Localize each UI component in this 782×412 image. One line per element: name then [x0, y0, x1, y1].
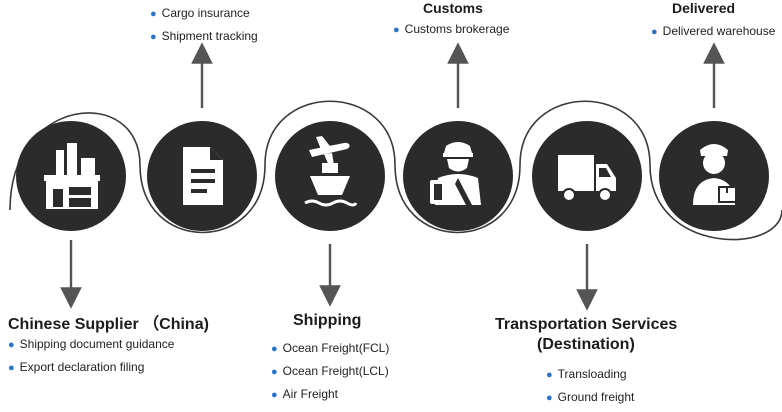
supplier-services-list: ●Shipping document guidance ●Export decl…: [8, 333, 174, 379]
delivery-person-icon: [693, 144, 737, 205]
plane-ship-icon: [304, 136, 358, 207]
list-item: ●Ocean Freight(FCL): [271, 341, 390, 355]
shipping-heading: Shipping: [293, 312, 362, 329]
list-item: ●Air Freight: [271, 387, 339, 401]
list-item: ●Transloading: [546, 367, 627, 381]
list-item: ●Ground freight: [546, 390, 635, 404]
list-item: ●Delivered warehouse: [651, 24, 776, 38]
list-item: ●Ocean Freight(LCL): [271, 364, 389, 378]
serpentine-line: [9, 100, 782, 241]
document-icon: [183, 147, 223, 205]
list-item: ●Export declaration filing: [8, 360, 145, 374]
customs-services-list: ●Customs brokerage: [393, 18, 509, 41]
list-item: ●Customs brokerage: [393, 22, 510, 36]
list-item: ●Cargo insurance: [150, 6, 250, 20]
step-circle-delivered: [659, 121, 769, 231]
customs-heading: Customs: [423, 0, 483, 16]
transport-subheading: (Destination): [537, 336, 635, 353]
delivered-heading: Delivered: [672, 0, 736, 16]
supplier-heading: Chinese Supplier （China): [8, 316, 209, 333]
customs-officer-icon: [430, 142, 481, 205]
list-item: ●Shipping document guidance: [8, 337, 175, 351]
factory-icon: [44, 143, 100, 209]
transport-services-list: ●Transloading ●Ground freight: [546, 363, 634, 409]
truck-icon: [558, 155, 616, 202]
delivered-services-list: ●Delivered warehouse: [651, 20, 775, 43]
transport-heading: Transportation Services: [495, 316, 678, 333]
shipping-services-list: ●Ocean Freight(FCL) ●Ocean Freight(LCL) …: [271, 337, 389, 406]
document-services-list: ●Cargo insurance ●Shipment tracking: [150, 2, 258, 48]
list-item: ●Shipment tracking: [150, 29, 258, 43]
